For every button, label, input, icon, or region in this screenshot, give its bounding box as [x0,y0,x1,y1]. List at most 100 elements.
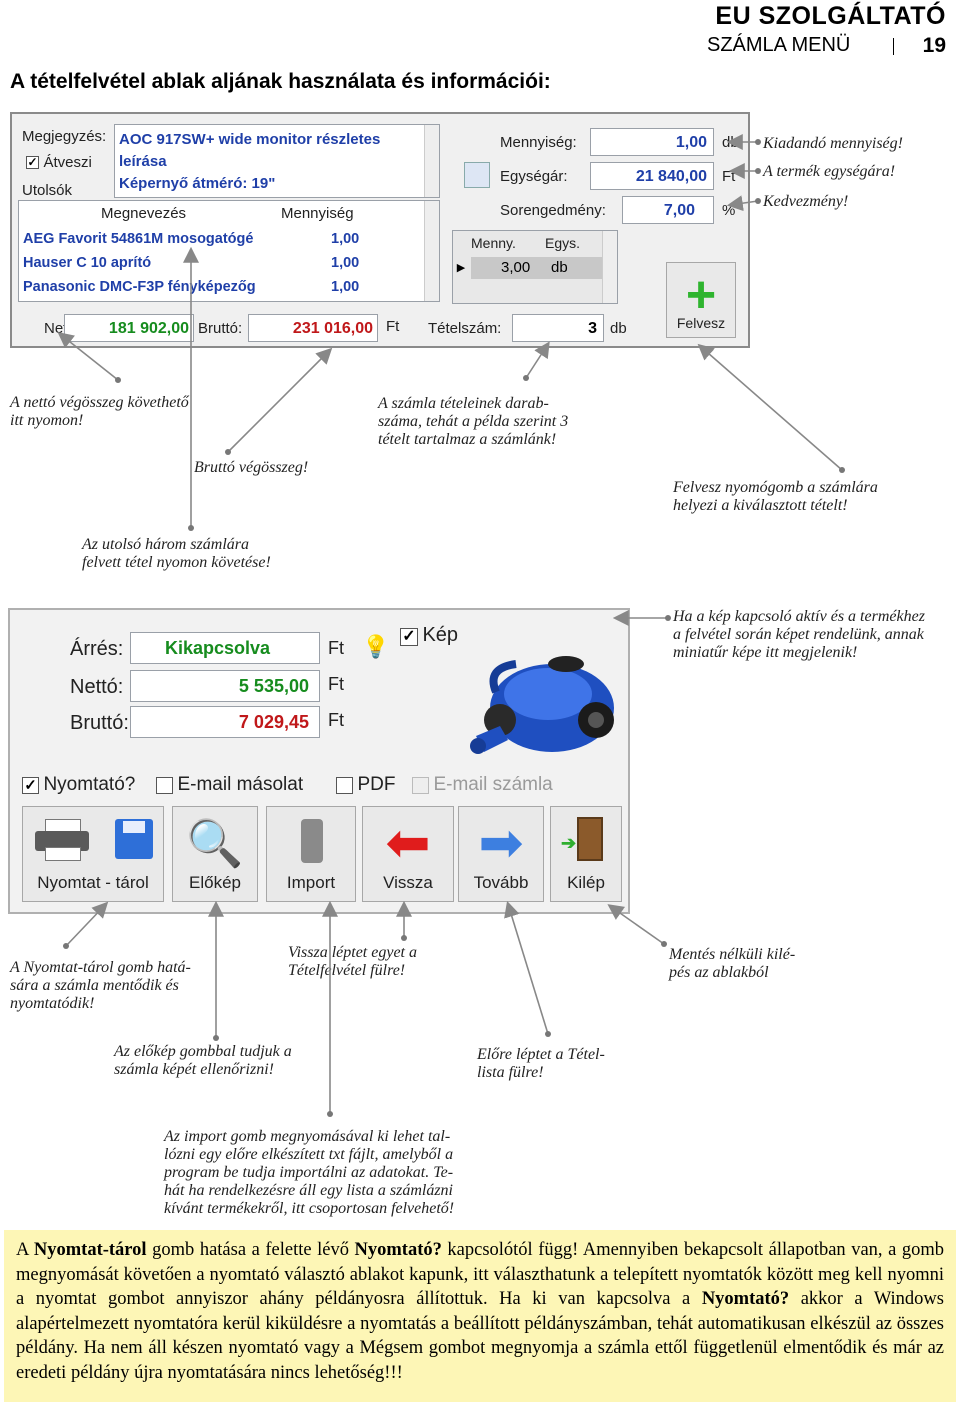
note-line: Vissza léptet egyet a [288,944,417,961]
grid-header-menny: Menny. [471,235,516,251]
tovabb-button[interactable]: ➡ Tovább [458,806,544,902]
note-nyomtat: A Nyomtat-tárol gomb hatá- sára a számla… [10,959,191,1013]
callout-line [65,901,109,947]
utolsok-label: Utolsók [22,182,73,199]
note-line: sára a számla mentődik és [10,977,179,994]
arres-value: Kikapcsolva [165,638,271,658]
scrollbar[interactable] [424,125,439,197]
list-item-qty[interactable]: 1,00 [331,279,360,295]
megjegyzes-label: Megjegyzés: [22,128,107,145]
header-brand: EU SZOLGÁLTATÓ [715,2,946,30]
item-grid[interactable]: Menny. Egys. ▶ 3,00 db [452,230,618,304]
scrollbar[interactable] [602,231,617,303]
brutto-total-value: 231 016,00 [292,320,373,337]
calculator-icon[interactable] [464,162,490,188]
arres-label: Árrés: [70,638,124,660]
tetelszam-value: 3 [588,320,597,337]
note-vissza: Vissza léptet egyet a Tételfelvétel fülr… [288,944,417,980]
info-box: A Nyomtat-tárol gomb hatása a felette lé… [4,1230,956,1402]
brutto-unit: Ft [328,710,344,730]
elokep-label: Előkép [189,873,241,892]
note-line: itt nyomon! [10,412,84,429]
note-line: hát ha rendelkezésre áll egy lista a szá… [164,1182,453,1199]
checkbox-box [336,777,353,795]
lightbulb-icon[interactable]: 💡 [362,634,390,659]
info-paragraph: A Nyomtat-tárol gomb hatása a felette lé… [16,1238,944,1386]
description-line: leírása [119,153,167,170]
list-item-qty[interactable]: 1,00 [331,255,360,271]
netto-total-field: 181 902,00 [64,314,194,342]
egysegar-input[interactable]: 21 840,00 [590,162,714,190]
note-tetelek: A számla tételeinek darab- száma, tehát … [378,395,568,449]
egysegar-value: 21 840,00 [635,168,707,185]
list-item-name[interactable]: AEG Favorit 54861M mosogatógé [23,231,254,247]
note-line: Az előkép gombbal tudjuk a [114,1043,292,1060]
atveszi-label: Átveszi [43,154,92,171]
column-header-name[interactable]: Megnevezés [101,205,187,222]
scrollbar[interactable] [424,201,439,301]
note-line: kívánt termékekről, itt csoportosan felv… [164,1200,455,1217]
description-line: AOC 917SW+ wide monitor részletes [119,131,381,148]
email-szamla-label: E-mail számla [433,774,553,795]
checkmark-icon: ✓ [22,777,39,795]
header-separator [893,38,894,55]
nyomtat-tarol-button[interactable]: Nyomtat - tárol [22,806,164,902]
sorengedmeny-value: 7,00 [663,202,695,219]
note-kilep: Mentés nélküli kilé- pés az ablakból [669,946,795,982]
pdf-checkbox[interactable]: PDF [336,774,395,796]
checkmark-icon: ✓ [26,155,39,170]
mennyiseg-input[interactable]: 1,00 [590,128,714,156]
nyomtato-checkbox[interactable]: ✓ Nyomtató? [22,774,135,796]
email-szamla-checkbox[interactable]: E-mail számla [412,774,553,796]
note-line: Az utolsó három számlára [82,536,249,553]
note-line: a felvétel során képet rendelünk, annak [673,626,924,643]
plus-icon: + [685,266,717,324]
callout-line [726,195,759,212]
page-title: A tételfelvétel ablak aljának használata… [10,70,551,93]
kep-checkbox[interactable]: ✓ Kép [400,624,458,647]
column-header-qty[interactable]: Mennyiség [281,205,354,222]
text-run: gomb hatása a felette lévő [146,1240,355,1260]
text-run-bold: Nyomtató? [701,1289,790,1310]
save-icon [115,819,153,859]
mennyiseg-value: 1,00 [675,134,707,151]
kilep-button[interactable]: ➔ Kilép [550,806,622,902]
grid-cell-menny: 3,00 [501,259,531,276]
note-line: Ha a kép kapcsoló aktív és a termékhez [673,608,925,625]
text-run: kapcsolótól függ! Amennyiben bekapcsolt … [16,1240,945,1310]
grid-row[interactable]: 3,00 db [471,257,603,279]
vissza-button[interactable]: ⬅ Vissza [362,806,454,902]
atveszi-checkbox[interactable]: ✓ Átveszi [26,154,92,172]
list-item-name[interactable]: Hauser C 10 aprító [23,255,152,271]
tetelszam-field: 3 [512,314,604,342]
import-label: Import [286,873,336,892]
tetelszam-unit: db [610,320,627,337]
netto-label: Nettó: [70,676,124,698]
note-tovabb: Előre léptet a Tétel- lista fülre! [477,1046,605,1082]
brutto-label: Bruttó: [70,712,129,734]
list-item-qty[interactable]: 1,00 [331,231,360,247]
note-line: program be tudja importálni az adatokat.… [164,1164,454,1181]
note-line: Mentés nélküli kilé- [669,946,796,963]
invoice-finish-panel: Árrés: Kikapcsolva Ft 💡 ✓ Kép Nettó: 5 5… [8,608,630,914]
import-button[interactable]: Import [266,806,356,902]
item-entry-panel: Megjegyzés: ✓ Átveszi Utolsók AOC 917SW+… [10,112,750,348]
sorengedmeny-input[interactable]: 7,00 [622,196,714,224]
pdf-label: PDF [357,774,396,795]
felvesz-button[interactable]: + Felvesz [666,262,736,338]
product-thumbnail [456,628,624,768]
arres-field: Kikapcsolva [130,632,320,664]
printer-icon [35,819,89,861]
description-textarea[interactable]: AOC 917SW+ wide monitor részletes leírás… [114,124,440,198]
callout-line [57,332,119,381]
elokep-button[interactable]: 🔍 Előkép [172,806,258,902]
recent-items-list[interactable]: Megnevezés Mennyiség AEG Favorit 54861M … [18,200,440,302]
brutto-label: Bruttó: [198,320,243,337]
list-item-name[interactable]: Panasonic DMC-F3P fényképezőg [23,279,256,295]
email-masolat-checkbox[interactable]: E-mail másolat [156,774,303,796]
note-kiadando: Kiadandó mennyiség! [763,135,903,152]
netto-total-value: 181 902,00 [108,320,189,337]
note-line: száma, tehát a példa szerint 3 [378,413,569,430]
exit-arrow-icon: ➔ [561,833,577,853]
note-felvesz: Felvesz nyomógomb a számlára helyezi a k… [673,479,878,515]
